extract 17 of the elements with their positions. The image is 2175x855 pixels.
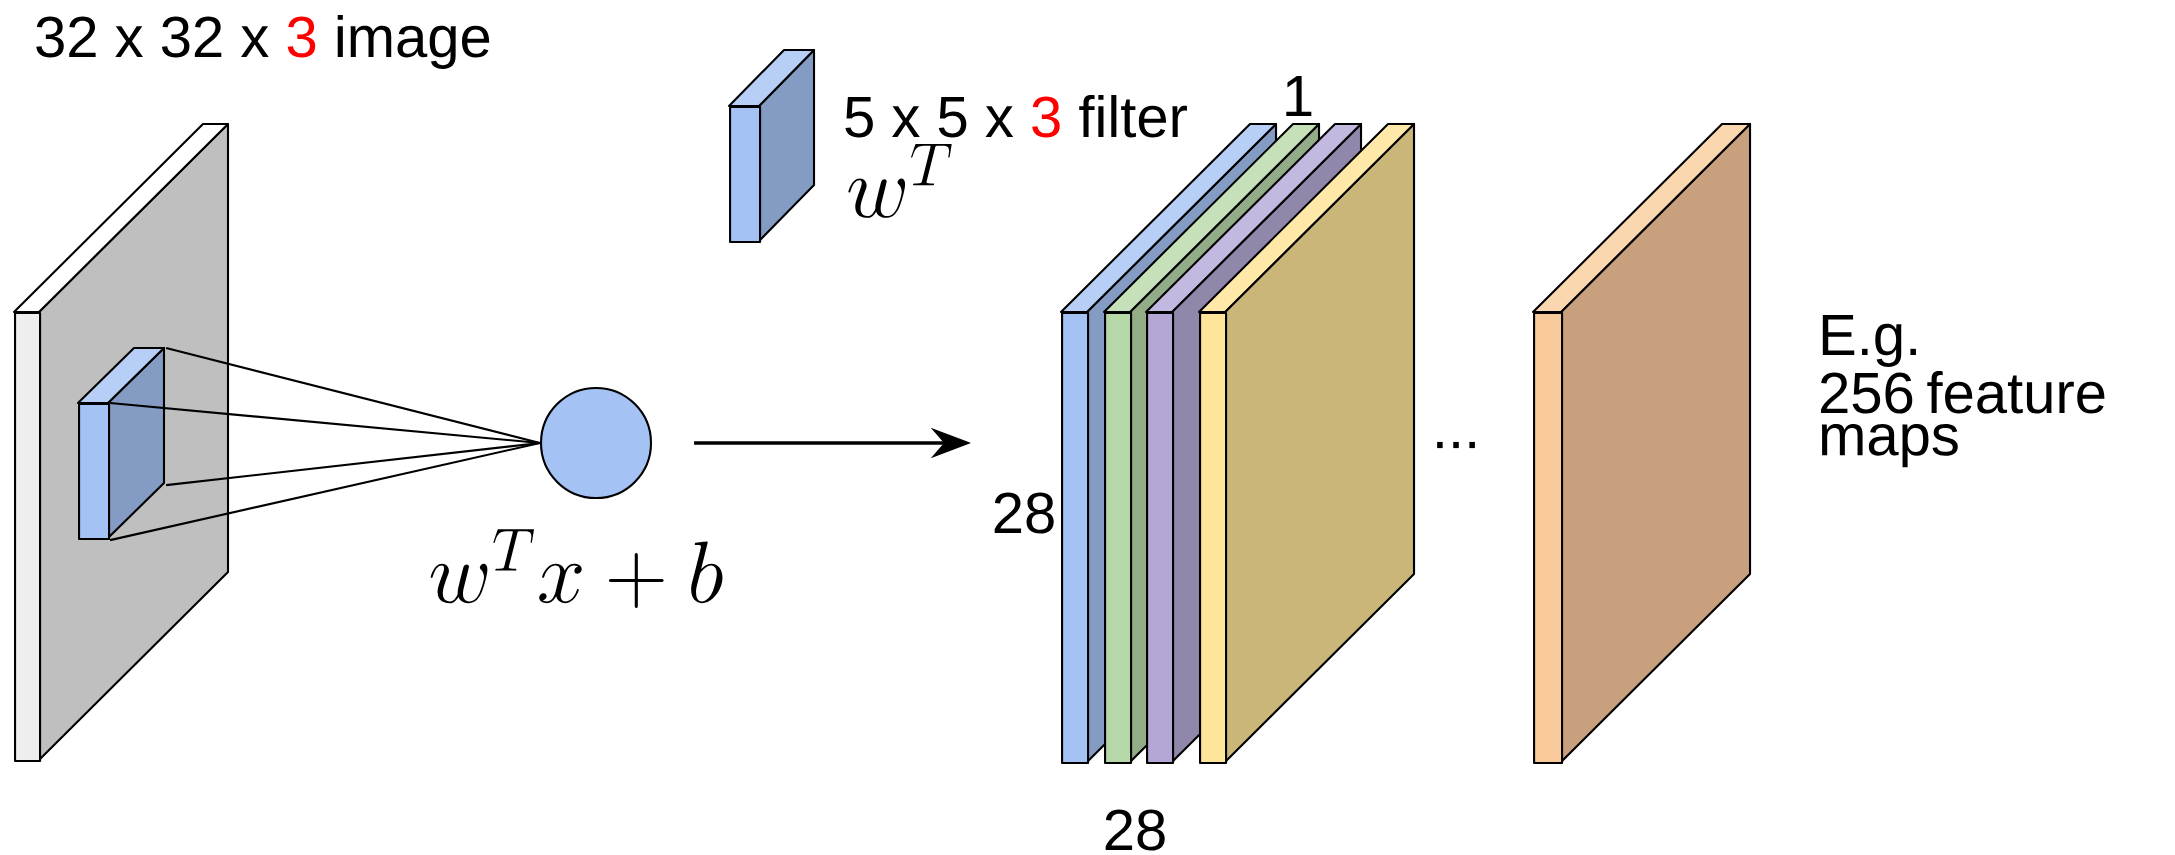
neuron-formula: $w^T x + b$ [430, 529, 723, 608]
feature-map [1197, 122, 1416, 765]
filter-label: 5 x 5 x 3 filter [845, 95, 1187, 138]
filter-drawing [727, 48, 816, 244]
volume-label: 32 x 32 x 3 image [36, 15, 490, 69]
depth-label: 1 [1286, 76, 1312, 116]
dimension-label: 28 [1105, 809, 1165, 851]
connection-line [109, 441, 541, 542]
dimension-label: 28 [994, 492, 1054, 534]
filter-formula: $w^T$ [848, 144, 952, 218]
note-text: E.g. [1822, 315, 1916, 367]
receptive-field-patch [76, 346, 166, 541]
feature-map [1531, 122, 1752, 765]
neuron-circle [539, 386, 653, 500]
ellipsis: ... [1437, 441, 1475, 449]
note-text: 256 feature maps [1821, 371, 2105, 468]
connection-line [165, 346, 541, 444]
